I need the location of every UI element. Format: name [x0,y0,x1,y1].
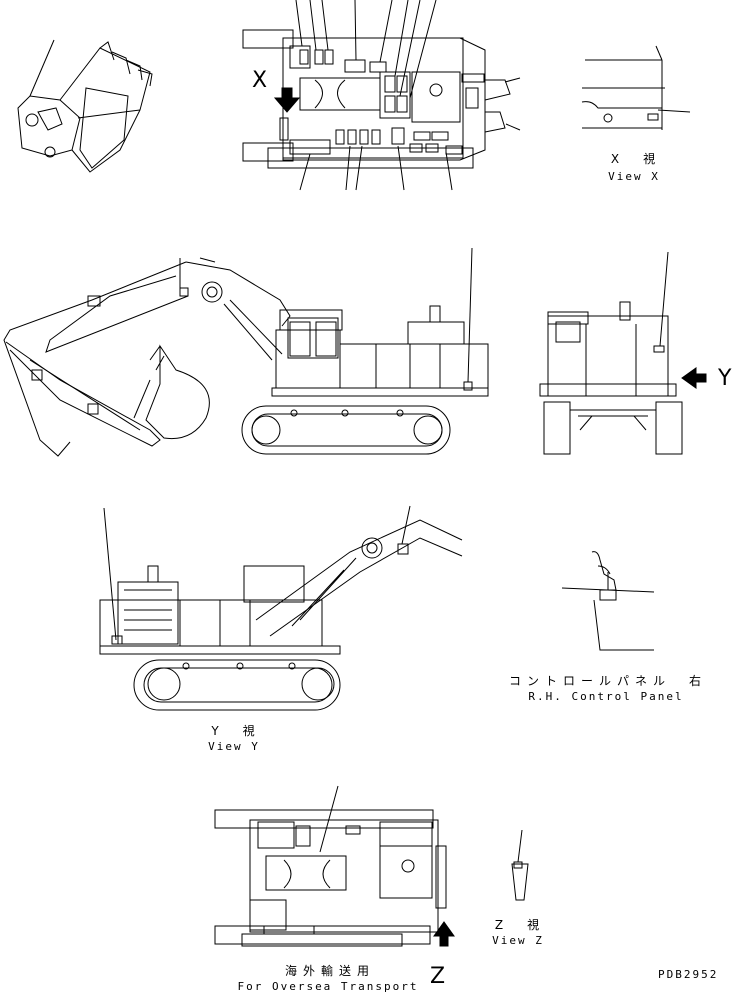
control-panel-title-jp: コントロールパネル 右 [508,674,708,688]
oversea-plan-view [215,786,454,946]
view-x-marker: X [252,68,268,93]
view-y-title-en: View Y [208,740,260,753]
rear-view-excavator [540,252,706,454]
view-z-title-jp: Z 視 [494,918,546,932]
drawing-code: PDB2952 [658,968,719,981]
view-y-title-jp: Y 視 [211,724,261,738]
control-panel-title-en: R.H. Control Panel [528,690,684,703]
top-plan-view [243,0,520,190]
bucket-illustration [18,40,152,172]
view-x-detail [582,46,690,130]
view-x-title-jp: X 視 [610,152,662,166]
side-view-excavator [4,248,488,456]
view-z-detail [512,830,528,900]
view-x-title-en: View X [608,170,660,183]
view-z-marker: Z [430,964,446,989]
oversea-title-en: For Oversea Transport [237,980,419,993]
view-y-marker: Y [718,366,732,391]
view-y-excavator [100,506,462,710]
oversea-title-jp: 海外輸送用 [284,964,376,978]
view-z-title-en: View Z [492,934,544,947]
control-panel-detail [562,552,654,650]
